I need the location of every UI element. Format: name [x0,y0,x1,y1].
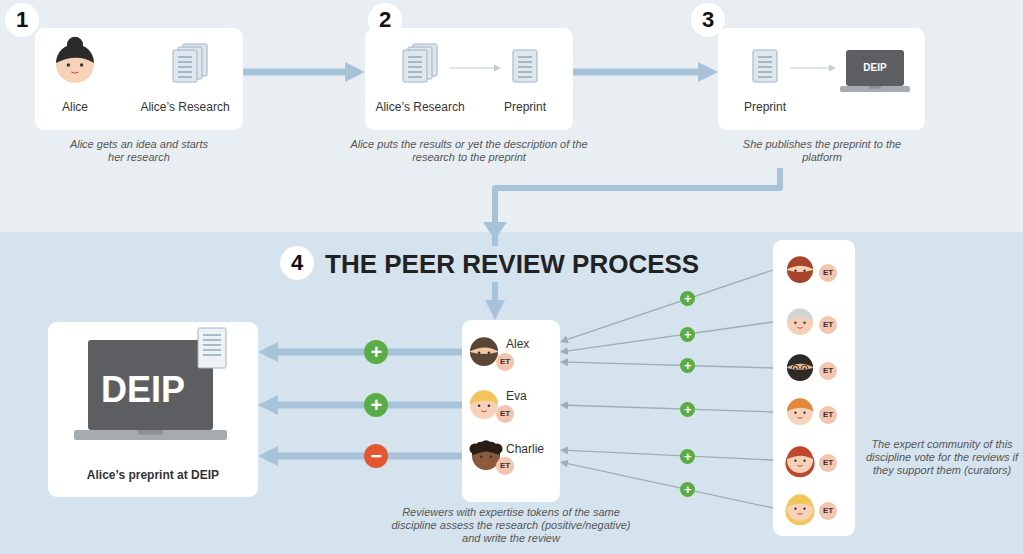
token-badge: ET [819,454,837,472]
plus-sign: + [680,327,695,342]
step-caption: Alice puts the results or yet the descri… [343,138,595,164]
person-face [470,337,498,366]
small-arrow-head [829,65,836,72]
reviewer: AlexET [462,332,560,372]
item-label: Alice’s Research [365,100,475,114]
callout-number: 1 [5,3,39,37]
item-label: Preprint [725,100,805,114]
curators-box: The expert community of this discipline … [773,240,855,536]
vote-arrow [568,464,773,508]
box-caption: The expert community of this discipline … [863,438,1021,477]
illustration [773,488,855,528]
small-arrow-head [494,65,501,72]
person-name: Charlie [506,442,560,456]
laptop-icon [840,50,910,92]
person-face [56,37,94,83]
document-icon [403,50,427,82]
illustration [773,240,855,536]
token-badge: ET [496,353,514,371]
callout-number: 3 [691,3,725,37]
reviewer: CharlieET [462,436,560,476]
laptop-icon [74,340,227,440]
step-box: Alice’s ResearchPreprintAlice puts the r… [365,28,573,168]
card [365,28,573,130]
curator: ET [773,392,855,432]
document-icon [173,50,197,82]
vote-arrow [568,322,773,351]
screen-logo: DEIP [855,62,895,74]
person-face [787,308,813,335]
token-badge: ET [496,405,514,423]
step-box: Preprint DEIP She publishes the preprint t… [718,28,925,168]
token-badge: ET [496,457,514,475]
item-label: Preprint [485,100,565,114]
person-face [785,446,814,477]
token-badge: ET [819,362,837,380]
box-caption: Alice’s preprint at DEIP [53,468,253,482]
curator: ET [773,348,855,388]
illustration [773,392,855,432]
callout-number: 2 [368,3,402,37]
screen-logo: DEIP [88,370,198,410]
person-face [787,398,813,425]
person-face [470,390,498,419]
curator: ET [773,440,855,480]
step-caption: She publishes the preprint to the platfo… [727,138,917,164]
illustration [773,250,855,290]
token-badge: ET [819,502,837,520]
document-icon [513,50,537,82]
step-caption: Alice gets an idea and starts her resear… [64,138,214,164]
token-badge: ET [819,406,837,424]
person-name: Alex [506,337,558,351]
curator: ET [773,250,855,290]
reviewer: EvaET [462,386,560,424]
plus-sign: + [680,482,695,497]
plus-sign: + [680,291,695,306]
document-icon [753,50,777,82]
plus-sign: + [364,340,388,364]
curator: ET [773,302,855,342]
vote-arrow [568,405,773,412]
person-name: Eva [506,389,558,403]
minus-sign: − [364,444,388,468]
platform-box: DEIP Alice’s preprint at DEIP [48,322,258,497]
plus-sign: + [680,358,695,373]
document-icon [198,328,226,368]
flow-arrow [573,69,698,76]
callout-number: 4 [280,246,314,280]
vote-arrow [568,362,773,368]
plus-sign: + [680,449,695,464]
flow-arrow [243,69,345,76]
illustration [773,302,855,342]
plus-sign: + [680,402,695,417]
person-face [785,494,814,525]
small-arrow [449,67,495,68]
plus-sign: + [364,393,388,417]
token-badge: ET [819,316,837,334]
curator: ET [773,488,855,528]
person-face [787,354,813,381]
small-arrow [790,67,830,68]
illustration [773,348,855,388]
illustration [773,440,855,480]
vote-arrow [568,450,773,460]
step-box: Alice Alice’s ResearchAlice gets an idea … [35,28,243,168]
person-face [787,256,813,283]
box-caption: Reviewers with expertise tokens of the s… [386,506,636,545]
item-label: Alice’s Research [130,100,240,114]
section-title: THE PEER REVIEW PROCESS [319,246,705,282]
token-badge: ET [819,264,837,282]
person-name: Alice [40,100,110,114]
reviewers-box: Reviewers with expertise tokens of the s… [462,320,560,552]
